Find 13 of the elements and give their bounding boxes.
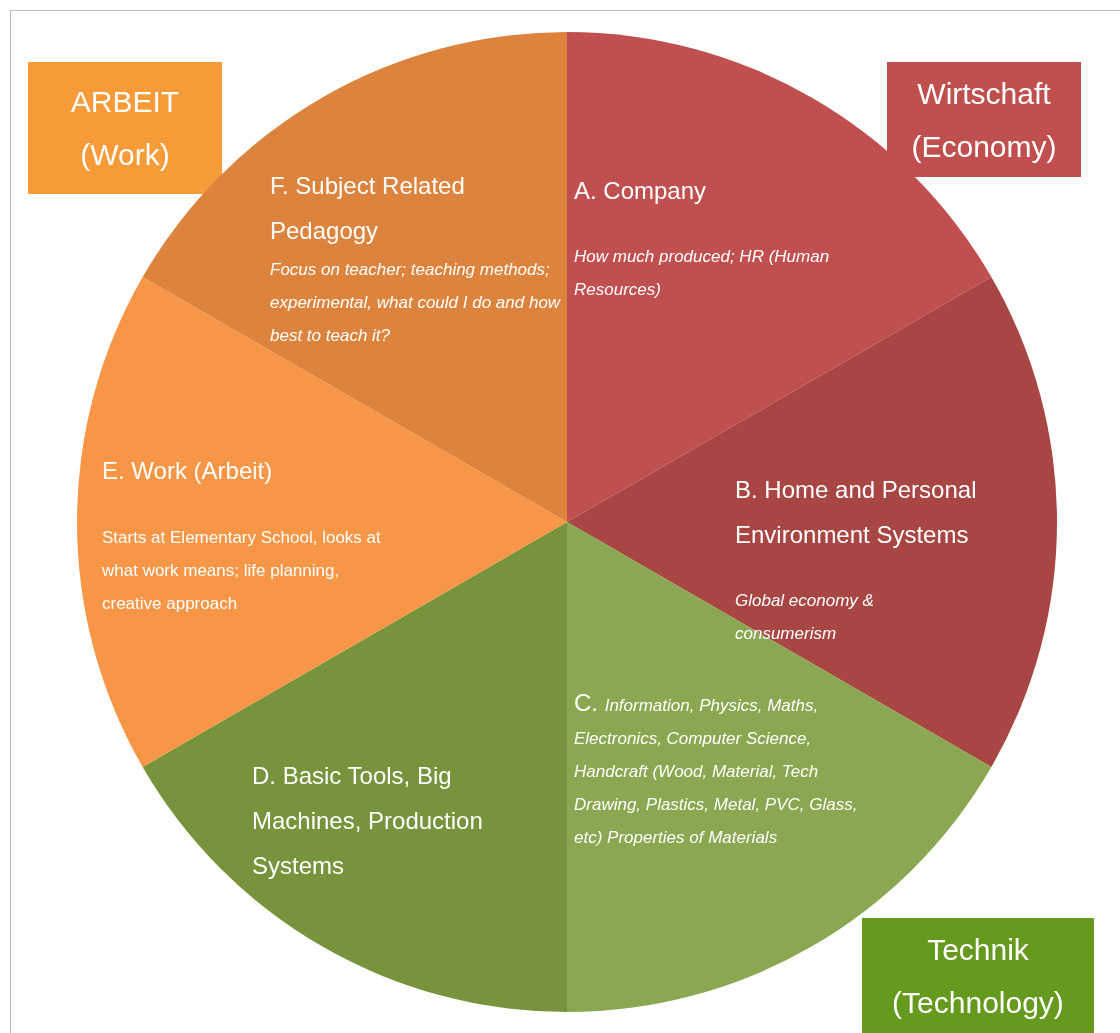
category-label: ARBEIT (Work) bbox=[28, 62, 222, 194]
slice-description: Starts at Elementary School, looks at what work means; life planning, creative approach bbox=[102, 527, 382, 615]
category-label: Wirtschaft (Economy) bbox=[887, 62, 1081, 177]
slice-title: D. Basic Tools, Big Machines, Production Systems bbox=[252, 761, 484, 881]
slice-title: E. Work (Arbeit) bbox=[102, 456, 274, 486]
slice-title: F. Subject Related Pedagogy bbox=[270, 171, 466, 246]
slice-title: C. Information, Physics, Maths, Electronics, Computer Science, Handcraft (Wood, Material, Tech Drawing, Plastics, Metal, PVC, Glass, etc) Properties of Materials bbox=[574, 688, 859, 849]
slice-title: B. Home and Personal Environment Systems bbox=[735, 475, 978, 550]
slice-description: Global economy & consumerism bbox=[735, 590, 875, 645]
category-label: Technik (Technology) bbox=[862, 918, 1094, 1033]
slice-description: How much produced; HR (Human Resources) bbox=[574, 246, 831, 301]
slice-description: Focus on teacher; teaching methods; experimental, what could I do and how best to teach it? bbox=[270, 259, 562, 347]
slice-title: A. Company bbox=[574, 176, 708, 206]
